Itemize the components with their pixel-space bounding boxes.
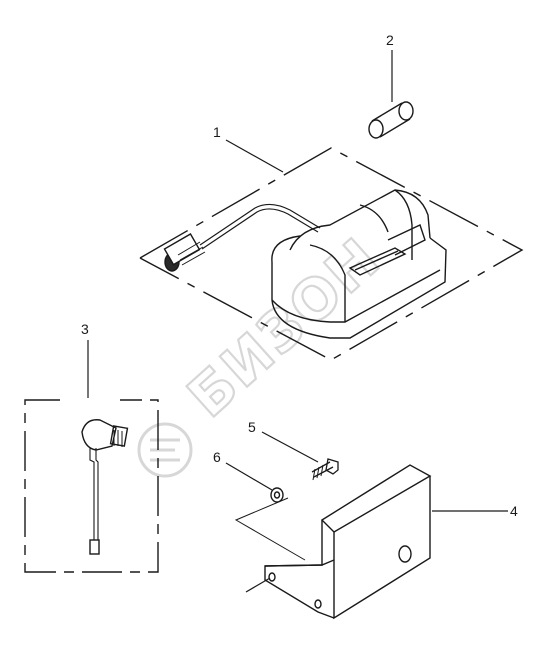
part-6-washer bbox=[270, 487, 284, 503]
part-1-cable bbox=[199, 203, 321, 246]
callout-1: 1 bbox=[213, 124, 221, 140]
callout-3: 3 bbox=[81, 321, 89, 337]
callout-5: 5 bbox=[248, 419, 256, 435]
leader-6 bbox=[225, 462, 273, 491]
part-3-frame bbox=[24, 399, 159, 573]
part-4-hole bbox=[398, 545, 412, 563]
part-4-bracket bbox=[234, 464, 432, 620]
watermark-icon bbox=[137, 422, 193, 478]
watermark-text: БИЗОН bbox=[176, 226, 393, 431]
part-3-angled-connector bbox=[24, 399, 159, 573]
part-1-plug bbox=[163, 233, 206, 272]
callout-4: 4 bbox=[510, 503, 518, 519]
leader-5 bbox=[261, 431, 319, 463]
callout-2: 2 bbox=[386, 32, 394, 48]
part-1-docking-station bbox=[139, 147, 524, 361]
part-1-slot bbox=[348, 247, 407, 276]
leader-lines bbox=[87, 50, 508, 593]
callout-6: 6 bbox=[213, 449, 221, 465]
part-1-base bbox=[271, 237, 447, 339]
leader-bracket-left bbox=[245, 577, 271, 593]
leader-1 bbox=[225, 139, 284, 173]
part-2-cylinder bbox=[368, 101, 414, 139]
part-1-frame bbox=[139, 147, 524, 361]
part-5-screw bbox=[311, 458, 339, 481]
callout-numbers: 1 2 3 4 5 6 bbox=[81, 32, 518, 519]
